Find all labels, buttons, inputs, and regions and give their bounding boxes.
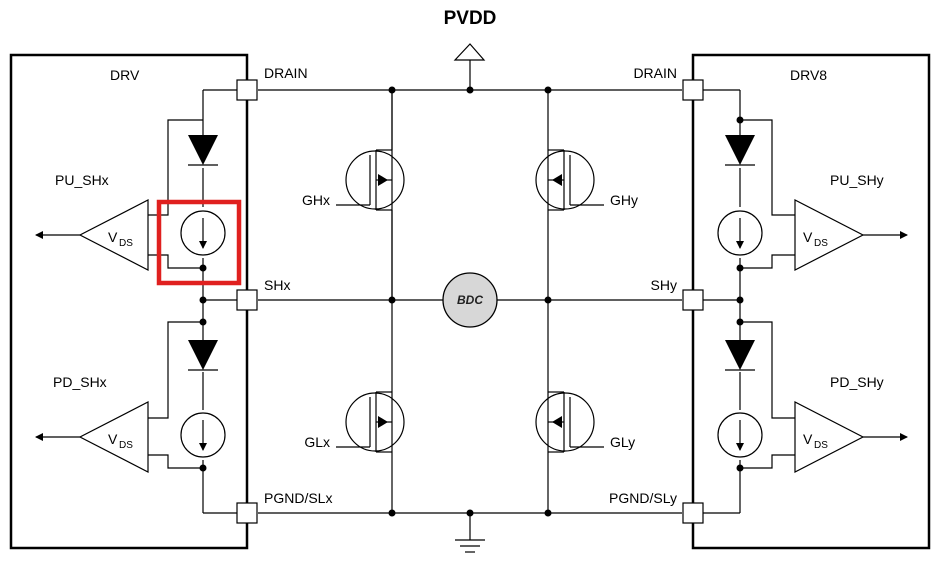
- motor-bdc: BDC: [442, 272, 498, 328]
- motor-label: BDC: [457, 293, 483, 307]
- fet-label-glx: GLx: [304, 434, 330, 450]
- pin-shx: [236, 289, 258, 311]
- pin-pgnd-slx: [236, 502, 258, 524]
- amp-label-sub: DS: [119, 440, 133, 451]
- current-source-icon: [717, 412, 763, 458]
- diode-icon: [725, 135, 755, 165]
- right-driver-title: DRV8: [790, 67, 827, 83]
- amp-label-sub: DS: [814, 440, 828, 451]
- pvdd-supply-symbol: [453, 43, 486, 90]
- right-driver-box: [691, 53, 931, 550]
- pin-label-drain-left: DRAIN: [264, 65, 308, 81]
- left-driver-title: DRV: [110, 67, 140, 83]
- bus-junction-dots: [388, 86, 552, 517]
- pin-label-drain-right: DRAIN: [633, 65, 677, 81]
- pin-label-pgnd-sly: PGND/SLy: [609, 490, 677, 506]
- left-driver-box: [9, 53, 249, 550]
- amp-label-v: V: [108, 229, 118, 245]
- pin-drain-right: [682, 79, 704, 101]
- left-driver-internals: V DS PU_SHx V DS PD_SHx: [35, 89, 237, 514]
- ground-symbol: [455, 513, 485, 553]
- pin-drain-left: [236, 79, 258, 101]
- current-source-icon: [180, 412, 226, 458]
- left-pulldown-label: PD_SHx: [53, 374, 107, 390]
- current-source-icon: [717, 210, 763, 256]
- right-pulldown-label: PD_SHy: [830, 374, 884, 390]
- fet-label-ghx: GHx: [302, 192, 330, 208]
- amp-label-sub: DS: [119, 238, 133, 249]
- pin-shy: [682, 289, 704, 311]
- amp-label-v: V: [803, 229, 813, 245]
- pin-pads: [236, 79, 704, 524]
- vds-amplifier-icon: [794, 401, 865, 473]
- supply-title: PVDD: [444, 8, 497, 29]
- mosfet-low-right: GLy: [535, 391, 635, 453]
- vds-amplifier-icon: [78, 401, 149, 473]
- amp-label-v: V: [803, 431, 813, 447]
- current-source-icon: [180, 210, 226, 256]
- mosfet-high-right: GHy: [535, 149, 638, 211]
- diode-icon: [725, 340, 755, 370]
- right-pullup-label: PU_SHy: [830, 172, 884, 188]
- diode-icon: [188, 135, 218, 165]
- vds-amplifier-icon: [794, 199, 865, 271]
- right-driver-internals: V DS PU_SHy V DS PD_SHy: [703, 89, 908, 514]
- mosfet-high-left: GHx: [302, 90, 405, 300]
- highlight-box: [156, 199, 242, 286]
- pin-label-pgnd-slx: PGND/SLx: [264, 490, 332, 506]
- mosfet-low-left: GLx: [304, 391, 405, 453]
- fet-label-ghy: GHy: [610, 192, 638, 208]
- vds-amplifier-icon: [78, 199, 149, 271]
- pin-label-shy: SHy: [651, 277, 677, 293]
- amp-label-sub: DS: [814, 238, 828, 249]
- amp-label-v: V: [108, 431, 118, 447]
- left-pullup-label: PU_SHx: [55, 172, 109, 188]
- diode-icon: [188, 340, 218, 370]
- fet-label-gly: GLy: [610, 434, 635, 450]
- pin-pgnd-sly: [682, 502, 704, 524]
- pin-label-shx: SHx: [264, 277, 290, 293]
